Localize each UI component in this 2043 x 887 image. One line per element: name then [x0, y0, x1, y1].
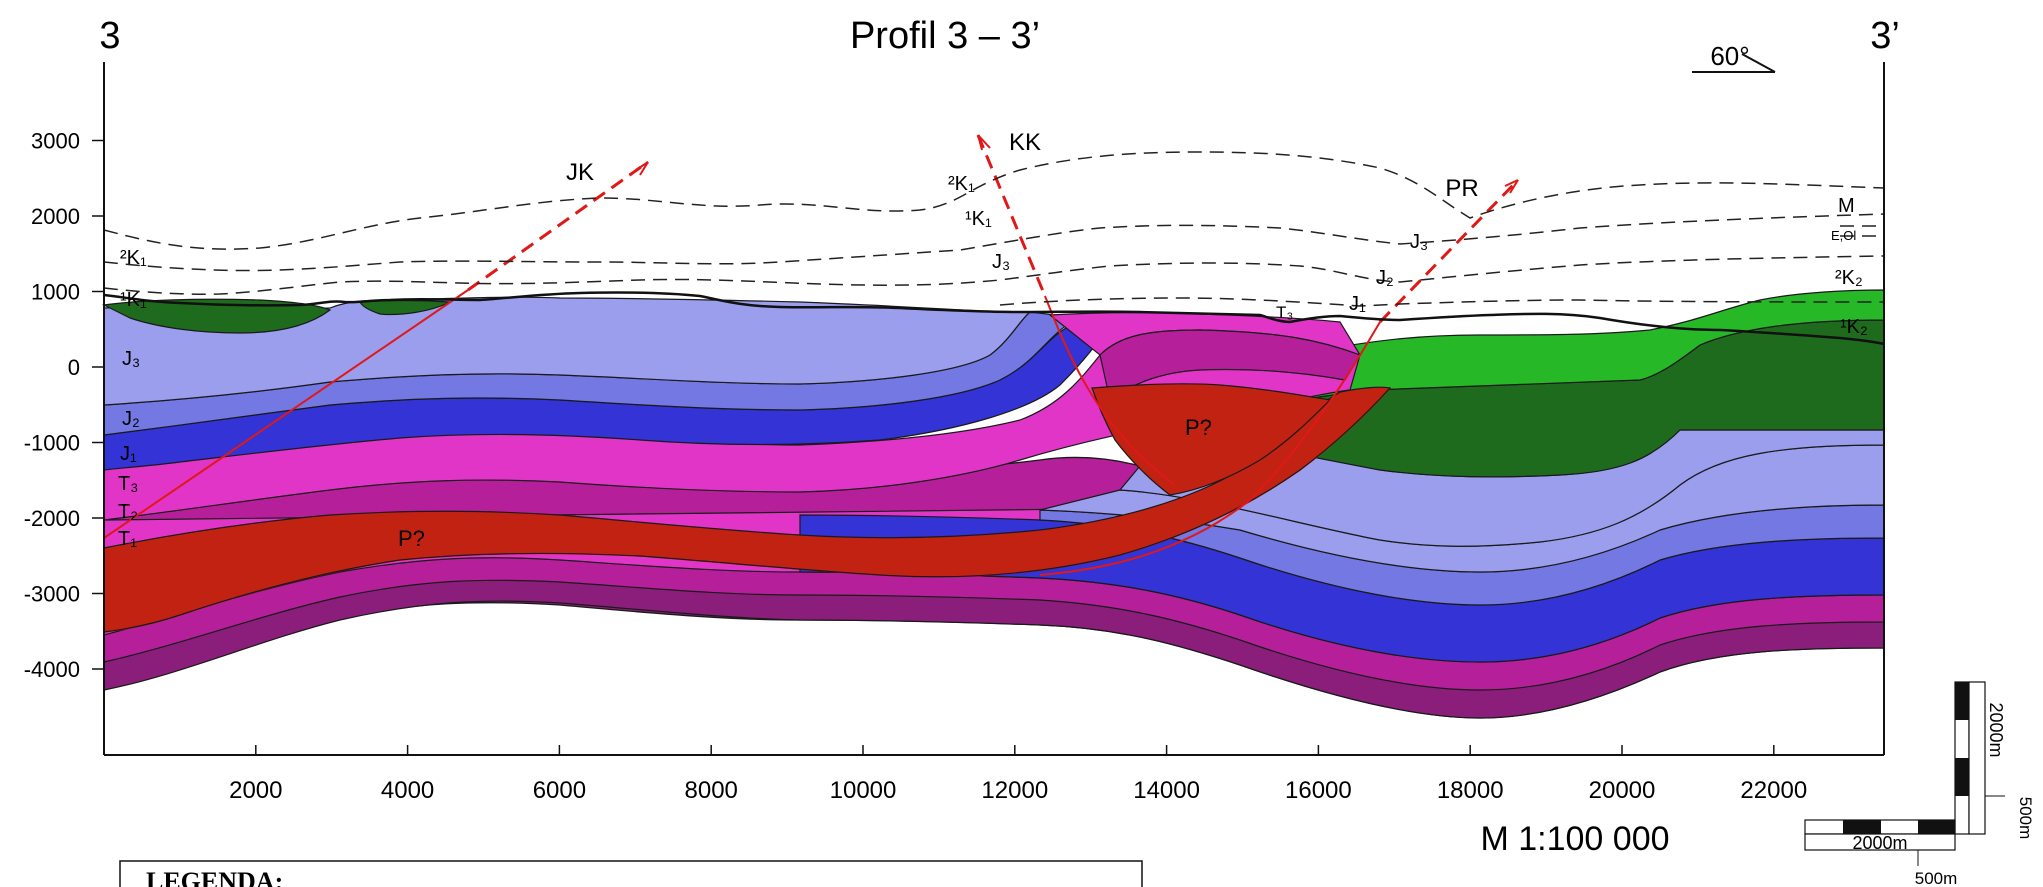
- y-tick-label: 2000: [31, 204, 80, 229]
- dip-indicator: 60°: [1692, 41, 1776, 73]
- unit-label-eol-right: E,Ol: [1831, 228, 1856, 243]
- x-tick-label: 14000: [1133, 777, 1200, 804]
- fault-kk-dashed: [976, 134, 1047, 297]
- horizon-dashed-4: [999, 297, 1885, 307]
- y-tick-label: -2000: [24, 506, 80, 531]
- axis-frame: [103, 62, 1885, 756]
- unit-label-k2-lower-right: ¹K₂: [1840, 316, 1868, 338]
- fault-jk-arrow: [635, 161, 649, 176]
- x-tick-label: 2000: [229, 777, 282, 804]
- horizon-dashed-2: [103, 213, 1885, 272]
- fault-jk-dashed: [467, 160, 649, 292]
- dip-indicator-slope: [1741, 53, 1776, 73]
- x-tick-label: 6000: [533, 777, 586, 804]
- unit-label-t1-left: T₁: [118, 528, 137, 550]
- horizontal-scale-label: 2000m: [1852, 833, 1907, 853]
- unit-label-j3-right: J₃: [1410, 231, 1428, 253]
- dip-angle-label: 60°: [1710, 41, 1749, 71]
- faults-group: [103, 134, 1520, 576]
- unit-label-p-mid: P?: [1185, 415, 1212, 440]
- horizontal-bar-seg-2: [1918, 820, 1955, 834]
- fault-kk-solid: [1044, 295, 1176, 486]
- unit-label-k1-upper-left: ²K₁: [120, 247, 147, 269]
- layer-p-lower: [103, 386, 1392, 633]
- unit-label-t2-left: T₂: [118, 501, 138, 523]
- unit-label-m-right: M: [1838, 195, 1855, 217]
- vertical-scale-label: 2000m: [1986, 702, 2006, 757]
- fault-pr-arrow: [1504, 179, 1519, 194]
- legend-box: LEGENDA:: [119, 860, 1143, 887]
- unit-label-k1-upper-mid: ²K₁: [948, 173, 975, 195]
- fault-pr-solid: [1039, 321, 1381, 576]
- unit-label-k2-upper-right: ²K₂: [1835, 267, 1863, 289]
- y-tick-label: 3000: [31, 129, 80, 154]
- x-tick-label: 10000: [830, 777, 897, 804]
- scale-bar-horizontal: 2000m 500m: [1804, 819, 1958, 887]
- unit-label-k1-lower-left: ¹K₁: [120, 289, 147, 311]
- x-tick-label: 4000: [381, 777, 434, 804]
- eroded-horizons: [103, 151, 1885, 307]
- y-tick-label: 0: [68, 355, 80, 380]
- unit-label-j1-left: J₁: [120, 443, 137, 465]
- vertical-small-label: 500m: [2016, 797, 2035, 840]
- vertical-bar-seg-1: [1955, 682, 1969, 720]
- scale-ratio-label: M 1:100 000: [1480, 820, 1669, 858]
- y-axis-ticks: 3000 2000 1000 0 -1000 -2000 -3000 -4000: [24, 129, 104, 682]
- fault-pr-dashed: [1378, 178, 1520, 324]
- y-tick-label: 1000: [31, 280, 80, 305]
- horizon-dashed-1: [103, 151, 1885, 250]
- fault-jk-solid: [103, 289, 469, 539]
- fault-label-kk: KK: [1009, 129, 1041, 156]
- x-axis-ticks: 2000 4000 6000 8000 10000 12000 14000 16000 1800…: [229, 745, 1807, 804]
- page-title: Profil 3 – 3’: [850, 15, 1040, 57]
- y-tick-label: -4000: [24, 657, 80, 682]
- endpoint-left-label: 3: [99, 15, 120, 57]
- y-tick-label: -3000: [24, 582, 80, 607]
- topographic-surface: [103, 291, 1885, 346]
- legend-title: LEGENDA:: [146, 867, 283, 887]
- horizontal-small-label: 500m: [1915, 869, 1958, 887]
- layer-k2-lower: [1258, 289, 1885, 406]
- fault-label-pr: PR: [1445, 175, 1478, 202]
- unit-label-p-left: P?: [398, 526, 425, 551]
- unit-labels: ²K₁ ¹K₁ J₃ J₂ J₁ T₃ T₂ T₁ P? ²K₁ ¹K₁ J₃ …: [118, 173, 1868, 551]
- unit-label-j2-mid: J₂: [1376, 267, 1394, 289]
- y-tick-label: -1000: [24, 431, 80, 456]
- unit-label-j3-mid: J₃: [992, 251, 1010, 273]
- unit-label-k1-lower-mid: ¹K₁: [965, 208, 992, 230]
- horizon-dashed-5: [1840, 225, 1884, 237]
- unit-label-j3-left: J₃: [122, 348, 140, 370]
- x-tick-label: 8000: [685, 777, 738, 804]
- horizontal-bar-seg-1: [1843, 820, 1881, 834]
- unit-label-t3-left: T₃: [118, 473, 138, 495]
- layer-k1-left: [102, 298, 332, 334]
- x-tick-label: 18000: [1437, 777, 1504, 804]
- legend-frame: [119, 860, 1143, 887]
- x-tick-label: 20000: [1589, 777, 1656, 804]
- fault-kk-arrow: [977, 134, 991, 151]
- unit-label-t3-mid: T₃: [1276, 303, 1293, 322]
- endpoint-right-label: 3’: [1870, 15, 1900, 57]
- horizon-dashed-3: [103, 255, 1885, 295]
- unit-label-j2-left: J₂: [122, 408, 140, 430]
- x-tick-label: 22000: [1740, 777, 1807, 804]
- fault-label-jk: JK: [566, 159, 594, 186]
- x-tick-label: 16000: [1285, 777, 1352, 804]
- horizontal-bar-bottom: [1804, 833, 1956, 851]
- vertical-bar-seg-2: [1955, 758, 1969, 796]
- unit-label-j1-mid: J₁: [1349, 293, 1366, 315]
- scale-bar-vertical: 2000m 500m: [1954, 681, 2035, 840]
- vertical-bar-side: [1968, 681, 1986, 835]
- x-tick-label: 12000: [981, 777, 1048, 804]
